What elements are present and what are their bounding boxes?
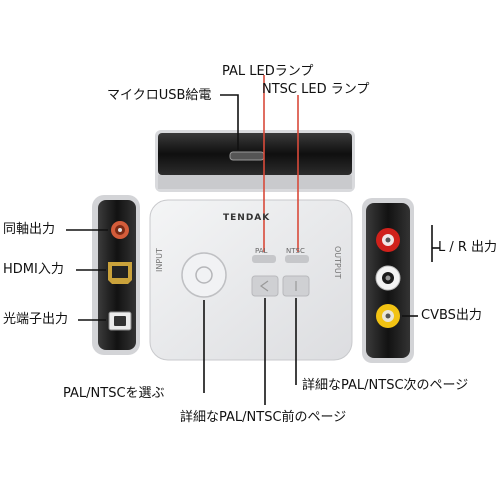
pal-led	[252, 255, 276, 263]
micro-usb-port	[229, 151, 265, 161]
micro-usb-label: マイクロUSB給電	[107, 88, 212, 103]
next-page-label: 詳細なPAL/NTSC次のページ	[302, 378, 469, 393]
input-side-label: INPUT	[155, 248, 164, 272]
prev-page-label: 詳細なPAL/NTSC前のページ	[180, 410, 347, 425]
led-ntsc-label: NTSC	[286, 247, 305, 255]
brand-logo-text: TENDAK	[223, 213, 271, 223]
led-pal-label: PAL	[255, 247, 268, 255]
led-callout-lines	[263, 75, 299, 252]
pal-ntsc-select-label: PAL/NTSCを選ぶ	[63, 386, 165, 401]
pal-ntsc-select-button	[181, 252, 227, 298]
right-side-panel	[362, 198, 414, 363]
top-panel	[155, 130, 355, 192]
main-body	[149, 199, 353, 361]
output-side-label: OUTPUT	[333, 246, 342, 279]
coaxial-label: 同軸出力	[3, 222, 56, 237]
lr-output-label: L / R 出力	[438, 240, 498, 255]
ntsc-led	[285, 255, 309, 263]
pal-led-label: PAL LEDランプ	[222, 64, 314, 79]
callout-lines	[66, 94, 440, 405]
prev-page-button	[251, 275, 279, 297]
hdmi-label: HDMI入力	[3, 262, 64, 277]
cvbs-output-label: CVBS出力	[421, 308, 482, 323]
optical-label: 光端子出力	[3, 312, 69, 327]
ntsc-led-label: NTSC LED ランプ	[262, 82, 370, 97]
left-side-panel	[92, 195, 140, 355]
